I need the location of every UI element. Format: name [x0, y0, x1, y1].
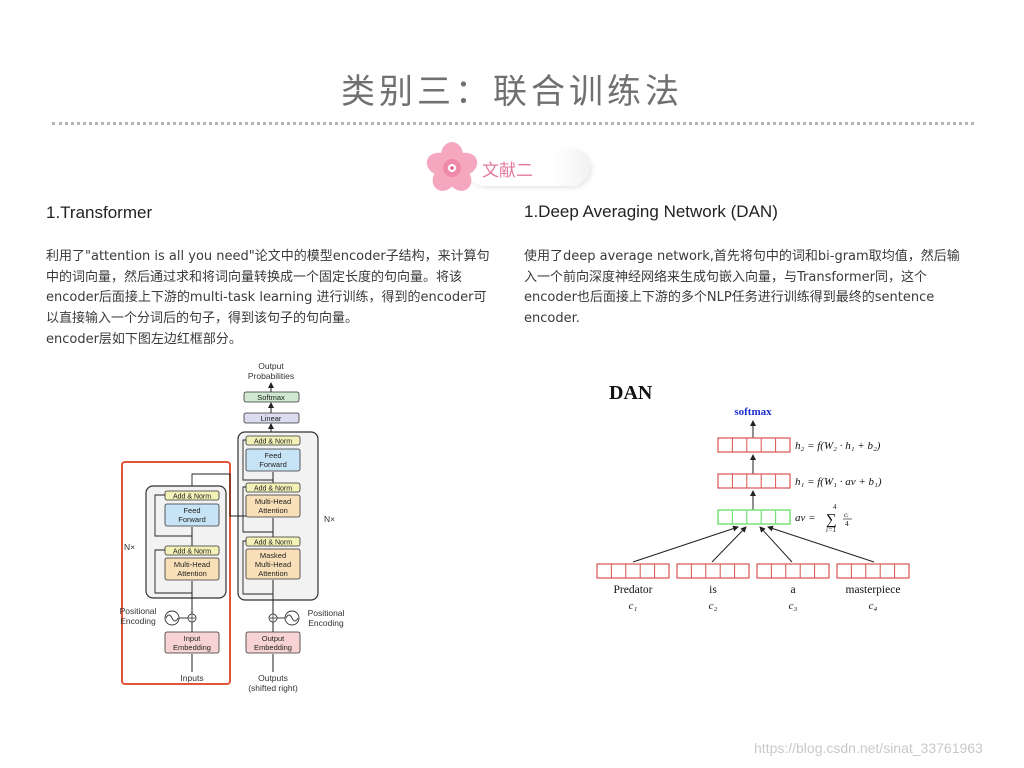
tf-output-label: Output: [258, 361, 284, 371]
left-heading: 1.Transformer: [46, 203, 153, 222]
badge-pill: [466, 148, 590, 186]
tf-outputs-label: Outputs: [258, 673, 288, 683]
tf-dec-multihead: [245, 494, 301, 518]
tf-dec-feedforward: [245, 448, 301, 472]
dan-word-var: c₁: [629, 600, 638, 612]
tf-enc-addnorm-label: Add & Norm: [173, 494, 211, 501]
dan-title: DAN: [609, 382, 653, 404]
tf-enc-feedforward: [164, 503, 220, 527]
dan-diagram: DAN softmax h₂ = f(W₂ · h₁ + b₂) h₁ = f(…: [596, 382, 910, 612]
right-line: encoder也后面接上下游的多个NLP任务进行训练得到最终的sentence: [524, 290, 935, 305]
tf-dec-addnorm: [245, 482, 301, 493]
tf-enc-mha-label: Attention: [177, 569, 207, 578]
section-badge: 文献二: [424, 142, 604, 194]
left-note-line: encoder层如下图左边红框部分。: [46, 332, 242, 347]
tf-decoder-nx: N×: [324, 514, 335, 524]
tf-output-embedding-label: Embedding: [254, 643, 292, 652]
tf-dec-mha-label: Attention: [258, 506, 288, 515]
dan-h2-layer: [717, 437, 791, 453]
watermark: https://blog.csdn.net/sinat_33761963: [754, 740, 983, 756]
dan-word-vector: [756, 563, 830, 579]
badge-label: 文献二: [482, 161, 533, 181]
dan-word-var: c₃: [789, 600, 798, 612]
tf-dec-addnorm-label: Add & Norm: [254, 486, 292, 493]
tf-encoder-block: [145, 485, 227, 599]
tf-enc-mha-label: Multi-Head: [174, 560, 210, 569]
tf-dec-masked-label: Multi-Head: [255, 560, 291, 569]
left-line: 中的词向量，然后通过求和将词向量转换成一个固定长度的句向量。将该: [46, 269, 463, 285]
dan-word-vector: [836, 563, 910, 579]
tf-enc-ff-label: Forward: [178, 515, 206, 524]
dan-word-var: c₄: [869, 600, 878, 612]
transformer-diagram: Output Probabilities Softmax Linear N× A…: [120, 361, 345, 693]
dan-word-var: c₂: [709, 600, 718, 612]
right-paragraph: 使用了deep average network,首先将句中的词和bi-gram取…: [524, 247, 982, 329]
dan-av-sum-bottom: i=1: [826, 526, 836, 534]
tf-linear-label: Linear: [261, 414, 282, 423]
tf-dec-addnorm-label: Add & Norm: [254, 439, 292, 446]
left-line: encoder后面接上下游的multi-task learning 进行训练，得…: [46, 290, 487, 305]
tf-enc-ff-label: Feed: [183, 506, 200, 515]
dan-av-frac-num: cᵢ: [844, 510, 849, 519]
dan-word-vector: [596, 563, 670, 579]
tf-output-embedding-label: Output: [262, 634, 285, 643]
dan-word-vector: [676, 563, 750, 579]
dan-word: is: [709, 584, 717, 596]
right-line: encoder.: [524, 310, 580, 326]
right-line: 使用了deep average network,首先将句中的词和bi-gram取…: [524, 249, 960, 264]
tf-dec-positional-label: Encoding: [308, 618, 344, 628]
tf-dec-positional-label: Positional: [308, 608, 345, 618]
dan-word: Predator: [614, 584, 653, 596]
tf-dec-masked-label: Attention: [258, 569, 288, 578]
tf-dec-addnorm: [245, 536, 301, 547]
tf-dec-masked-label: Masked: [260, 551, 286, 560]
tf-dec-ff-label: Forward: [259, 460, 287, 469]
dan-av-sum-top: 4: [833, 503, 837, 511]
tf-enc-multihead: [164, 557, 220, 581]
tf-enc-addnorm: [164, 545, 220, 556]
left-paragraph: 利用了"attention is all you need"论文中的模型enco…: [46, 247, 510, 329]
tf-output-embedding: [245, 631, 301, 654]
left-line: 利用了"attention is all you need"论文中的模型enco…: [46, 249, 490, 264]
dan-av-sum: ∑: [826, 512, 837, 528]
right-line: 入一个前向深度神经网络来生成句嵌入向量，与Transformer同，这个: [524, 269, 928, 285]
tf-outputs-label: (shifted right): [248, 683, 298, 693]
tf-dec-mha-label: Multi-Head: [255, 497, 291, 506]
tf-input-embedding-label: Embedding: [173, 643, 211, 652]
dan-h1-formula: h₁ = f(W₁ · av + b₁): [795, 476, 882, 488]
dan-h1-layer: [717, 473, 791, 489]
dan-h2-formula: h₂ = f(W₂ · h₁ + b₂): [795, 440, 881, 452]
tf-softmax-label: Softmax: [257, 393, 285, 402]
tf-output-label: Probabilities: [248, 371, 294, 381]
tf-enc-addnorm-label: Add & Norm: [173, 549, 211, 556]
dan-average-layer: [717, 509, 791, 525]
tf-input-embedding-label: Input: [184, 634, 202, 643]
tf-dec-addnorm-label: Add & Norm: [254, 540, 292, 547]
tf-enc-positional-label: Positional: [120, 606, 157, 616]
tf-enc-positional-label: Encoding: [120, 616, 156, 626]
page-title: 类别三：联合训练法: [341, 72, 683, 112]
flower-icon: [426, 142, 478, 191]
dan-softmax-label: softmax: [734, 406, 772, 418]
left-line: 以直接输入一个分词后的句子，得到该句子的句向量。: [46, 310, 359, 326]
tf-inputs-label: Inputs: [180, 673, 203, 683]
tf-dec-ff-label: Feed: [264, 451, 281, 460]
dan-word: a: [790, 584, 795, 596]
dan-av-formula: av =: [795, 512, 816, 524]
tf-dec-addnorm: [245, 435, 301, 446]
dan-word: masterpiece: [846, 584, 901, 596]
dan-av-frac-den: 4: [845, 519, 849, 528]
tf-input-embedding: [164, 631, 220, 654]
tf-enc-addnorm: [164, 490, 220, 501]
right-heading: 1.Deep Averaging Network (DAN): [524, 202, 778, 221]
dotted-divider: [52, 122, 974, 125]
encoder-red-frame: [121, 461, 231, 685]
tf-dec-masked: [245, 548, 301, 580]
left-note: encoder层如下图左边红框部分。: [46, 330, 510, 351]
tf-encoder-nx: N×: [124, 542, 135, 552]
